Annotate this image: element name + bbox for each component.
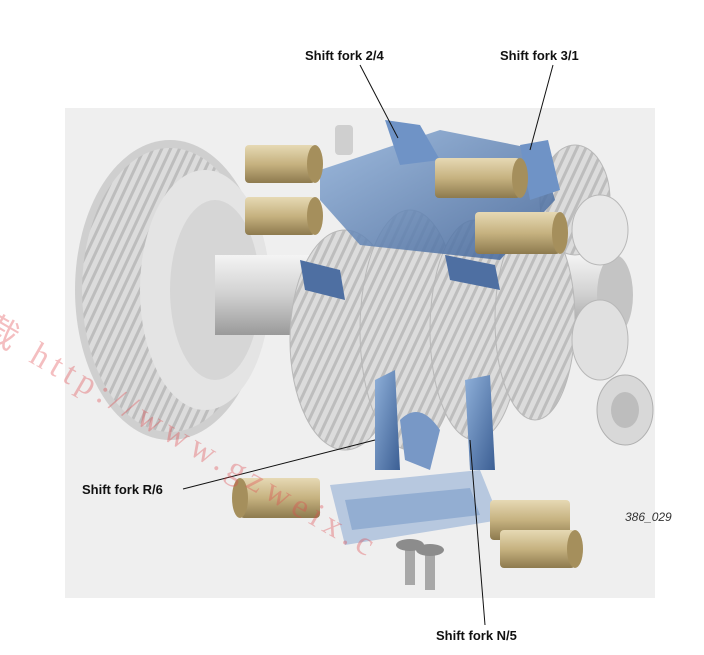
upper-bushings [245, 125, 568, 254]
leader-lines [182, 64, 554, 626]
label-shift-fork-n5: Shift fork N/5 [436, 628, 517, 643]
lower-pins [396, 539, 444, 590]
lower-fork-frame [330, 370, 500, 545]
figure-id: 386_029 [625, 510, 672, 524]
lower-bushings [232, 478, 583, 568]
leader-line-24 [359, 64, 399, 139]
leader-line-n5 [469, 439, 486, 626]
label-shift-fork-r6: Shift fork R/6 [82, 482, 163, 497]
clutch-drum [75, 140, 270, 440]
leader-line-31 [529, 64, 554, 151]
label-shift-fork-31: Shift fork 3/1 [500, 48, 579, 63]
leader-line-r6 [182, 439, 376, 490]
label-shift-fork-24: Shift fork 2/4 [305, 48, 384, 63]
